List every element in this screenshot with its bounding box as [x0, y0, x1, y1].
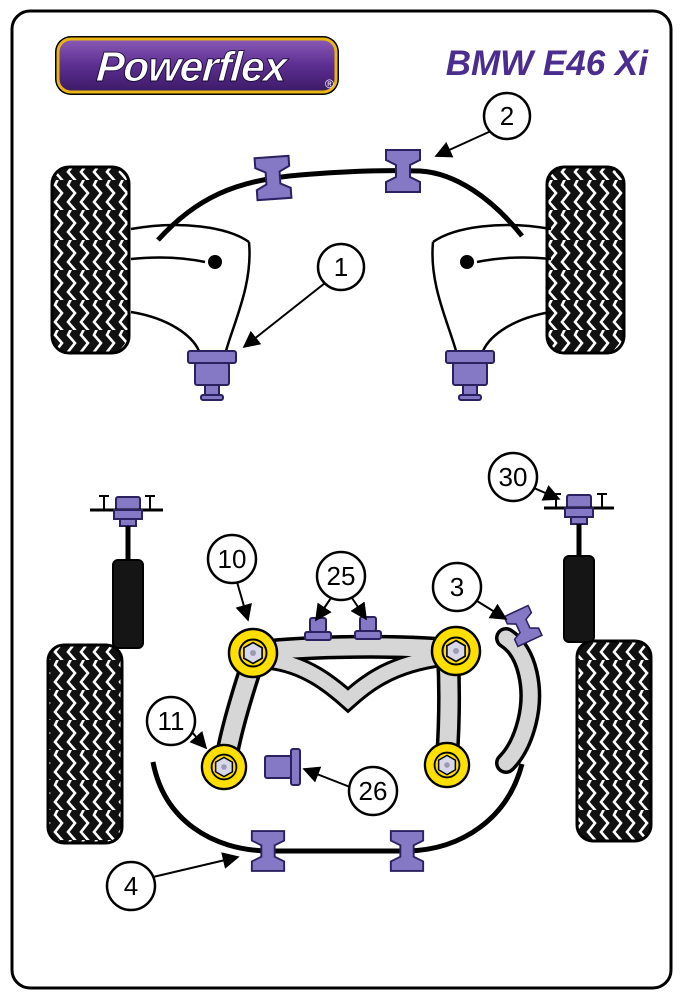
front-right-control-arm [431, 223, 552, 352]
front-right-arm-bush [445, 350, 495, 401]
page-border [10, 9, 673, 990]
svg-text:2: 2 [500, 101, 514, 131]
ball-joint-dot [460, 255, 474, 269]
rear-left-shock [90, 495, 163, 649]
diff-mount-bush-left [304, 617, 332, 641]
front-left-tire [50, 165, 131, 355]
callout-4: 4 [105, 852, 240, 912]
brand-text: Powerflex [95, 43, 290, 90]
subframe-bush-front-left [227, 627, 279, 679]
registered-mark: ® [325, 77, 334, 91]
front-right-tire [545, 165, 626, 355]
svg-text:11: 11 [158, 706, 185, 736]
callout-26: 26 [302, 765, 399, 817]
rear-left-tire [46, 643, 124, 845]
model-title: BMW E46 Xi [446, 44, 650, 83]
callout-25: 25 [315, 550, 367, 622]
subframe-bush-rear-right [423, 741, 471, 789]
svg-text:25: 25 [327, 561, 356, 591]
subframe-bush-front-right [430, 625, 482, 677]
front-anti-roll-bar [156, 168, 524, 242]
svg-text:3: 3 [450, 572, 464, 602]
svg-text:4: 4 [124, 871, 138, 901]
callout-3: 3 [431, 561, 508, 620]
svg-text:10: 10 [218, 544, 247, 574]
front-left-control-arm [130, 223, 251, 352]
ball-joint-dot [208, 255, 222, 269]
callout-11: 11 [145, 695, 208, 750]
callout-30: 30 [487, 451, 561, 503]
small-mount-bush-26 [264, 748, 301, 786]
subframe-bush-rear-left [200, 743, 248, 791]
callout-1: 1 [242, 242, 366, 349]
svg-text:26: 26 [359, 776, 388, 806]
diff-mount-bush-right [354, 616, 382, 640]
rear-suspension-diagram [46, 493, 653, 872]
front-left-arm-bush [187, 350, 237, 401]
rear-right-shock [544, 493, 614, 643]
logo-panel [56, 37, 338, 94]
svg-text:30: 30 [499, 462, 528, 492]
callout-2: 2 [434, 91, 532, 158]
front-suspension-diagram [50, 149, 626, 401]
rear-right-tire [575, 639, 653, 843]
brand-logo: Powerflex ® [55, 36, 339, 95]
svg-text:1: 1 [334, 252, 348, 282]
callout-10: 10 [206, 533, 258, 622]
